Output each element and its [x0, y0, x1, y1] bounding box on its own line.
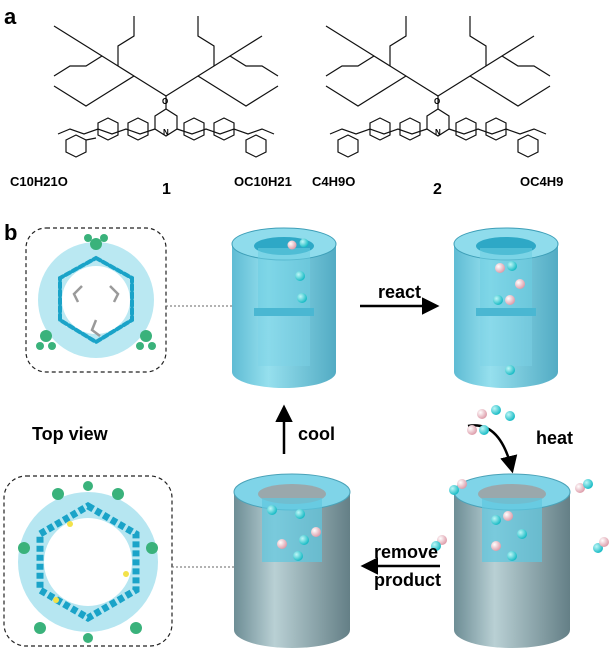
macrocycle-small [58, 255, 134, 345]
macrocycle-large [36, 501, 140, 623]
particle-pink [515, 279, 525, 289]
cylinder-top-right [453, 227, 559, 388]
compound-1-number: 1 [162, 181, 171, 198]
compound-2-number: 2 [433, 181, 442, 198]
dendron-icons-large [18, 481, 158, 643]
particle-pink [505, 295, 515, 305]
particle-cyan [295, 509, 305, 519]
pyridine-nitrogen-2: N [435, 128, 441, 137]
panel-a-label: a [4, 4, 17, 29]
pyridine-nitrogen-1: N [163, 128, 169, 137]
top-view-label: Top view [32, 424, 109, 444]
particle-cyan [507, 261, 517, 271]
particle-cyan [517, 529, 527, 539]
particle-pink [277, 539, 287, 549]
particle-cyan [295, 271, 305, 281]
compound-2-structure [325, 16, 551, 158]
released-particles-heat [467, 405, 515, 435]
yellow-sites-large [53, 521, 129, 603]
heat-label: heat [536, 428, 573, 448]
product-label: product [374, 570, 441, 590]
cylinder-bottom-left [233, 473, 351, 648]
compound-2-right-group: OC4H9 [520, 174, 563, 189]
particle-cyan [267, 505, 277, 515]
particle-cyan [299, 535, 309, 545]
top-view-inset-large [3, 475, 173, 647]
particle-pink [503, 511, 513, 521]
dendron-icons-small [36, 234, 156, 350]
side-chains-small [72, 285, 120, 337]
ether-oxygen-1: O [162, 97, 168, 106]
particle-cyan [493, 295, 503, 305]
particle-pink [491, 541, 501, 551]
particle-cyan [491, 515, 501, 525]
particle-pink [495, 263, 505, 273]
react-label: react [378, 282, 421, 302]
compound-1-left-group: C10H21O [10, 174, 68, 189]
panel-b-label: b [4, 220, 17, 245]
remove-label: remove [374, 542, 438, 562]
particle-cyan [507, 551, 517, 561]
ether-oxygen-2: O [434, 97, 440, 106]
compound-1-right-group: OC10H21 [234, 174, 292, 189]
cool-label: cool [298, 424, 335, 444]
top-view-inset-small [25, 227, 167, 373]
compound-2-left-group: C4H9O [312, 174, 355, 189]
particle-pink [311, 527, 321, 537]
particle-cyan [299, 238, 309, 248]
particle-cyan [297, 293, 307, 303]
particle-cyan [293, 551, 303, 561]
particle-cyan [505, 365, 515, 375]
cylinder-top-left [231, 227, 337, 388]
cylinder-bottom-right [453, 473, 571, 648]
particle-pink [287, 240, 297, 250]
compound-1-structure [53, 16, 279, 158]
escaping-particles [431, 479, 609, 553]
